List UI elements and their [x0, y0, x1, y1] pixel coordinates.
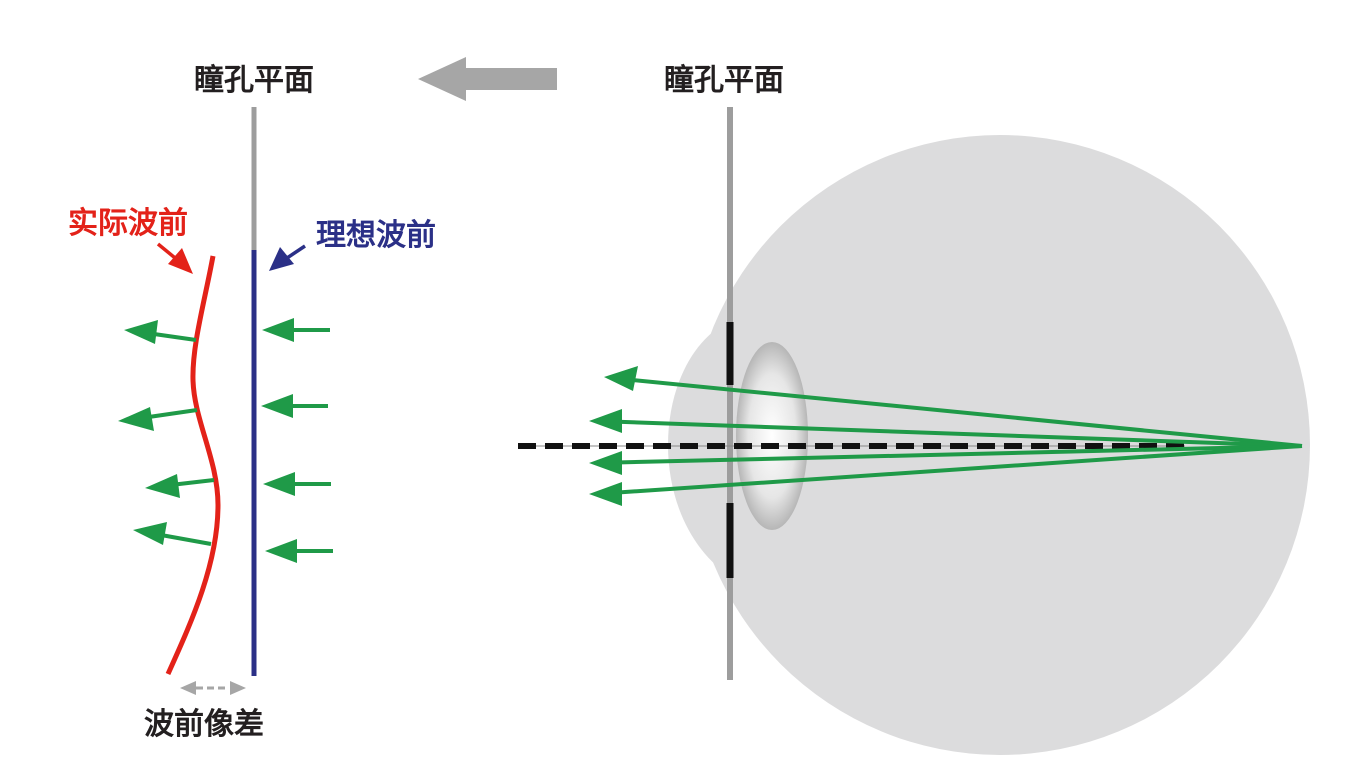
ray-arrowheads: [589, 366, 638, 506]
arrowhead-icon: [262, 318, 294, 342]
wavefront-aberration-label: 波前像差: [144, 707, 264, 742]
arrowhead-icon: [589, 409, 622, 433]
arrowhead-icon: [168, 248, 193, 274]
arrowhead-icon: [263, 472, 295, 496]
ideal-wavefront-label: 理想波前: [316, 218, 436, 253]
ray: [595, 444, 1303, 465]
ray: [595, 444, 1303, 496]
pupil-plane-label-left: 瞳孔平面: [194, 63, 314, 98]
arrowhead-icon: [133, 522, 167, 545]
outgoing-arrows: [118, 320, 215, 546]
ray: [595, 419, 1303, 448]
wavefront-panel: [118, 107, 333, 695]
arrowhead-icon: [118, 407, 154, 431]
arrowhead-icon: [265, 539, 297, 563]
arrowhead-icon: [124, 320, 158, 344]
incoming-arrows: [261, 318, 333, 563]
arrowhead-icon: [261, 394, 293, 418]
arrowhead-icon: [145, 474, 180, 498]
pupil-plane-label-right: 瞳孔平面: [664, 63, 784, 98]
eyeball: [690, 135, 1310, 755]
actual-wavefront-curve: [165, 255, 221, 676]
actual-wavefront-label: 实际波前: [68, 206, 188, 241]
double-arrow-icon: [180, 681, 246, 695]
arrow-left-icon: [418, 57, 557, 101]
crystalline-lens: [736, 342, 808, 530]
light-rays: [595, 376, 1303, 496]
arrowhead-icon: [589, 482, 622, 506]
arrowhead-icon: [604, 366, 638, 391]
ray: [611, 376, 1303, 448]
arrowhead-icon: [589, 451, 622, 475]
arrowhead-icon: [269, 247, 294, 271]
